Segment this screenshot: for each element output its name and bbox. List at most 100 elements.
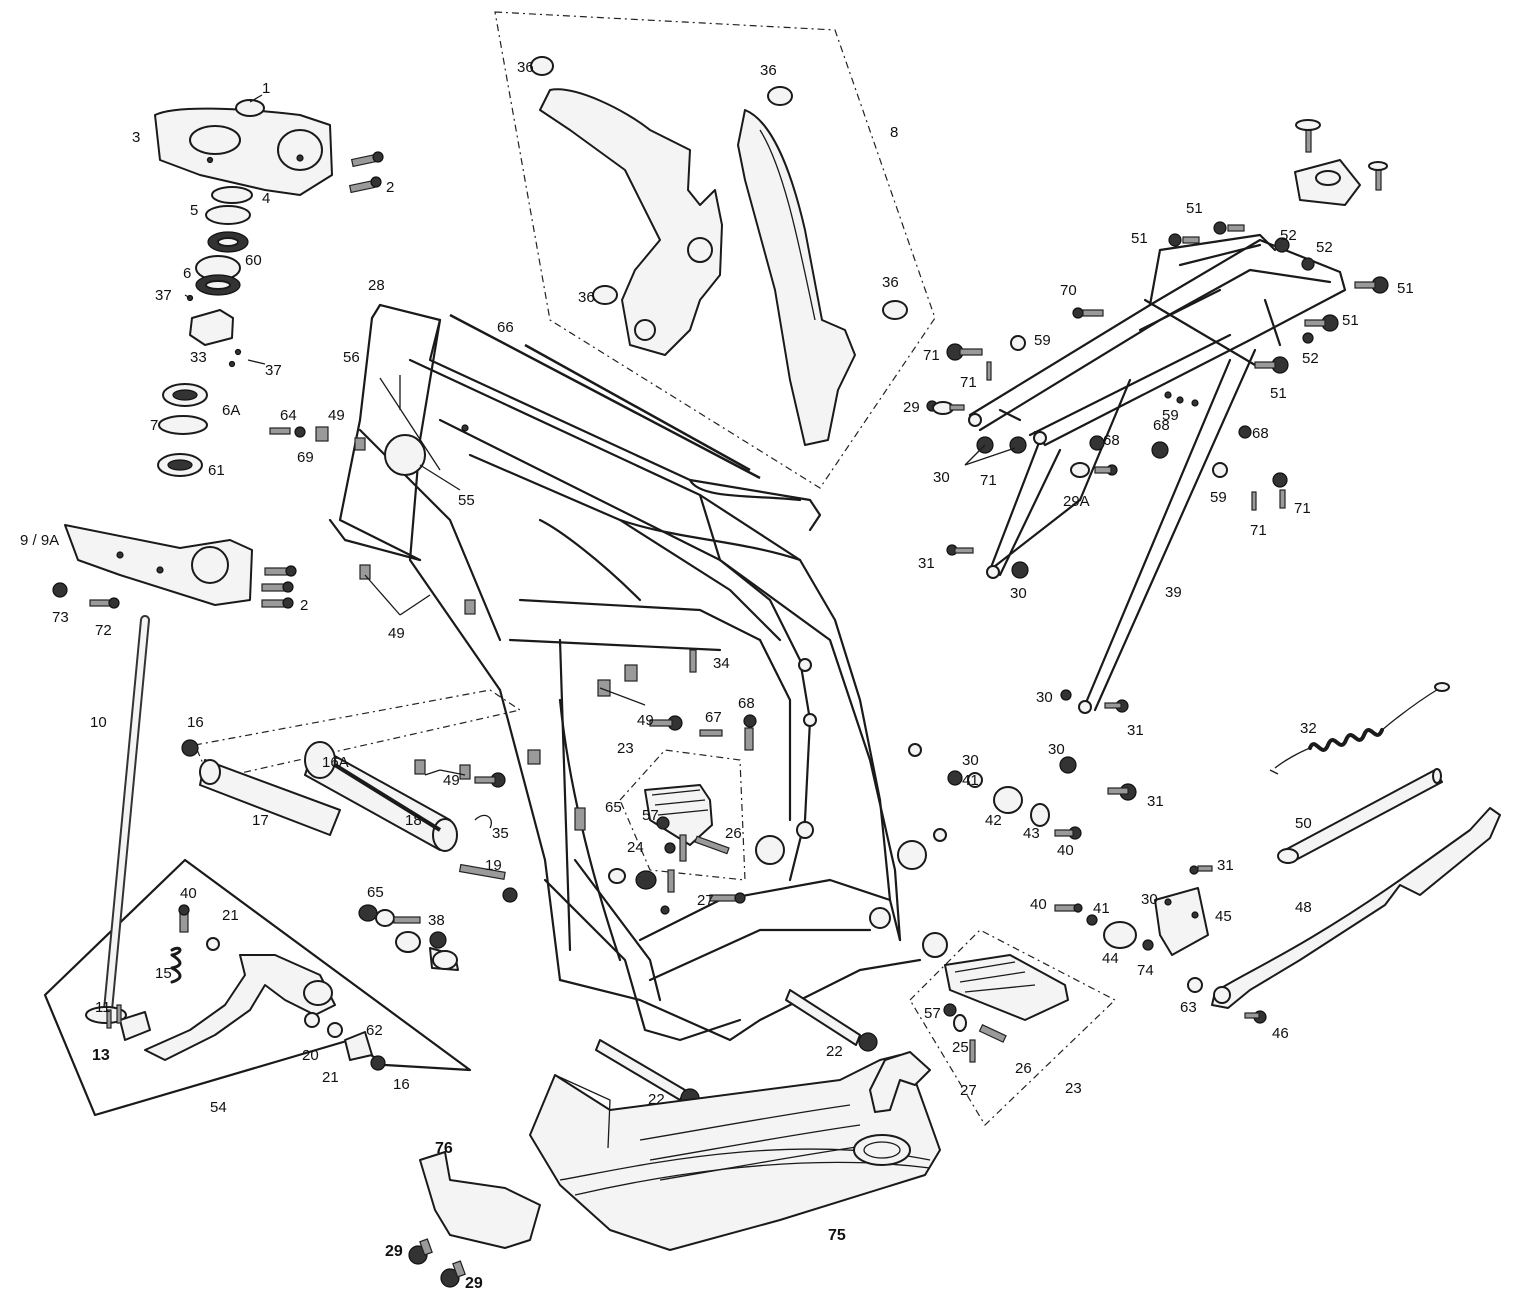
clamp-bolts-bottom bbox=[52, 565, 297, 609]
callout-label-l30c: 30 bbox=[1036, 689, 1053, 706]
callout-label-l18: 18 bbox=[405, 812, 422, 829]
steering-stem bbox=[85, 615, 150, 1024]
callout-label-l71e: 71 bbox=[1250, 522, 1267, 539]
callout-label-l68a: 68 bbox=[738, 695, 755, 712]
callout-label-l76: 76 bbox=[435, 1140, 453, 1157]
callout-label-l50: 50 bbox=[1295, 815, 1312, 832]
callout-label-l52c: 52 bbox=[1302, 350, 1319, 367]
callout-label-l69: 69 bbox=[297, 449, 314, 466]
upper-triple-clamp bbox=[154, 99, 333, 196]
callout-label-l57b: 57 bbox=[924, 1005, 941, 1022]
callout-label-l52a: 52 bbox=[1280, 227, 1297, 244]
callout-label-l73: 73 bbox=[52, 609, 69, 626]
nut-1 bbox=[235, 99, 265, 117]
callout-label-l62: 62 bbox=[366, 1022, 383, 1039]
callout-label-l72: 72 bbox=[95, 622, 112, 639]
callout-label-l17: 17 bbox=[252, 812, 269, 829]
callout-label-l21a: 21 bbox=[222, 907, 239, 924]
callout-label-l65b: 65 bbox=[605, 799, 622, 816]
callout-label-l49a: 49 bbox=[328, 407, 345, 424]
callout-label-l46: 46 bbox=[1272, 1025, 1289, 1042]
callout-label-l13: 13 bbox=[92, 1047, 110, 1064]
callout-label-l29c: 29 bbox=[903, 399, 920, 416]
callout-label-l24: 24 bbox=[627, 839, 644, 856]
callout-label-l36b: 36 bbox=[760, 62, 777, 79]
frame-guard-group-outline bbox=[494, 11, 936, 489]
callout-label-l40c: 40 bbox=[1030, 896, 1047, 913]
callout-label-l42: 42 bbox=[985, 812, 1002, 829]
callout-label-l32: 32 bbox=[1300, 720, 1317, 737]
callout-label-l23a: 23 bbox=[617, 740, 634, 757]
callout-label-l71d: 71 bbox=[1294, 500, 1311, 517]
callout-label-l31a: 31 bbox=[918, 555, 935, 572]
callout-label-l70: 70 bbox=[1060, 282, 1077, 299]
callout-label-l16A: 16A bbox=[322, 754, 349, 771]
callout-label-l36d: 36 bbox=[882, 274, 899, 291]
right-footpeg bbox=[943, 954, 1069, 1063]
callout-label-l59c: 59 bbox=[1210, 489, 1227, 506]
callout-label-l8: 8 bbox=[890, 124, 898, 141]
callout-label-l41b: 41 bbox=[1093, 900, 1110, 917]
callout-label-l23b: 23 bbox=[1065, 1080, 1082, 1097]
clip-36-b bbox=[767, 86, 793, 106]
callout-label-l20: 20 bbox=[302, 1047, 319, 1064]
callout-label-l25: 25 bbox=[952, 1039, 969, 1056]
callout-label-l29b: 29 bbox=[465, 1275, 483, 1292]
callout-label-l51d: 51 bbox=[1342, 312, 1359, 329]
callout-label-l22a: 22 bbox=[826, 1043, 843, 1060]
callout-label-l27a: 27 bbox=[697, 892, 714, 909]
callout-label-l41a: 41 bbox=[962, 772, 979, 789]
callout-label-l30a: 30 bbox=[933, 469, 950, 486]
callout-label-l9: 9 / 9A bbox=[20, 532, 59, 549]
callout-label-l37b: 37 bbox=[265, 362, 282, 379]
callout-label-l59b: 59 bbox=[1162, 407, 1179, 424]
frame-guards bbox=[530, 56, 908, 446]
callout-label-l11: 11 bbox=[95, 999, 111, 1016]
footpeg-right-group-outline bbox=[909, 929, 1117, 1126]
callout-label-l16a: 16 bbox=[187, 714, 204, 731]
callout-label-l36a: 36 bbox=[517, 59, 534, 76]
callout-label-l31d: 31 bbox=[1217, 857, 1234, 874]
callout-label-l36c: 36 bbox=[578, 289, 595, 306]
callout-label-l65a: 65 bbox=[367, 884, 384, 901]
callout-label-l68b: 68 bbox=[1103, 432, 1120, 449]
clamp-bolts-top bbox=[348, 151, 384, 194]
steering-bearings bbox=[157, 186, 266, 477]
subframe-hardware bbox=[926, 221, 1389, 579]
callout-label-l40a: 40 bbox=[180, 885, 197, 902]
callout-label-l51c: 51 bbox=[1397, 280, 1414, 297]
callout-label-l5: 5 bbox=[190, 202, 198, 219]
callout-label-l37a: 37 bbox=[155, 287, 172, 304]
callout-label-l16b: 16 bbox=[393, 1076, 410, 1093]
callout-label-l51e: 51 bbox=[1270, 385, 1287, 402]
callout-label-l49d: 49 bbox=[637, 712, 654, 729]
callout-label-l60: 60 bbox=[245, 252, 262, 269]
callout-label-l31c: 31 bbox=[1147, 793, 1164, 810]
left-footpeg bbox=[574, 714, 757, 915]
callout-label-l49c: 49 bbox=[443, 772, 460, 789]
callout-label-l74: 74 bbox=[1137, 962, 1154, 979]
callout-label-l71b: 71 bbox=[960, 374, 977, 391]
swingarm-shaft-outline bbox=[194, 689, 522, 781]
skid-plate bbox=[529, 1051, 941, 1251]
callout-label-l56: 56 bbox=[343, 349, 360, 366]
callout-label-l75: 75 bbox=[828, 1227, 846, 1244]
callout-label-l40b: 40 bbox=[1057, 842, 1074, 859]
leader-lines bbox=[184, 94, 1016, 776]
callout-label-l34: 34 bbox=[713, 655, 730, 672]
callout-label-l26a: 26 bbox=[725, 825, 742, 842]
callout-label-l7: 7 bbox=[150, 417, 158, 434]
callout-label-l3: 3 bbox=[132, 129, 140, 146]
callout-label-l30b: 30 bbox=[1010, 585, 1027, 602]
callout-label-l48: 48 bbox=[1295, 899, 1312, 916]
callout-label-l68d: 68 bbox=[1252, 425, 1269, 442]
guard-76 bbox=[408, 1151, 541, 1288]
callout-label-l57a: 57 bbox=[642, 807, 659, 824]
callout-label-l29a: 29 bbox=[385, 1243, 403, 1260]
callout-label-l26b: 26 bbox=[1015, 1060, 1032, 1077]
callout-label-l30f: 30 bbox=[1141, 891, 1158, 908]
seat-mount-plate bbox=[1294, 119, 1388, 206]
callout-label-l27b: 27 bbox=[960, 1082, 977, 1099]
callout-label-l44: 44 bbox=[1102, 950, 1119, 967]
swingarm-pivot-parts bbox=[181, 739, 518, 903]
